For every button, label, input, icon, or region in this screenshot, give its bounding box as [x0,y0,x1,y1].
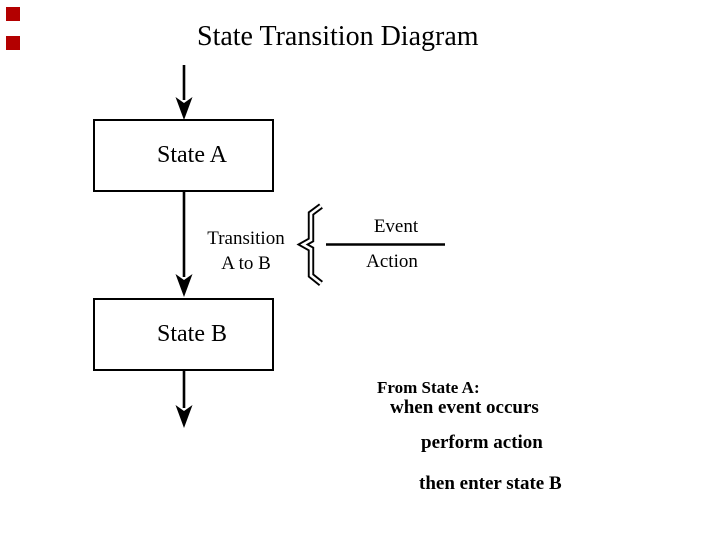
state-b-label: State B [157,321,227,347]
note-then-enter-state-b: then enter state B [419,473,562,494]
slide-decoration-red-square-bottom [6,36,20,50]
arrow-into-state-a [175,65,193,120]
transition-label: Transition A to B [200,226,292,276]
arrow-out-of-state-b [175,371,193,428]
note-from-state-a: From State A: [377,378,480,397]
action-label: Action [366,251,418,272]
left-brace-icon [296,203,323,286]
state-b-box: State B [93,298,274,371]
event-label: Event [373,216,419,237]
diagram-title: State Transition Diagram [197,21,479,52]
note-when-event-occurs: when event occurs [390,397,539,418]
transition-label-line2: A to B [221,253,271,274]
slide-decoration-red-square-top [6,7,20,21]
arrow-state-a-to-state-b [175,192,193,297]
state-a-box: State A [93,119,274,192]
note-perform-action: perform action [421,432,543,453]
state-a-label: State A [157,142,227,168]
transition-label-line1: Transition [207,228,285,249]
